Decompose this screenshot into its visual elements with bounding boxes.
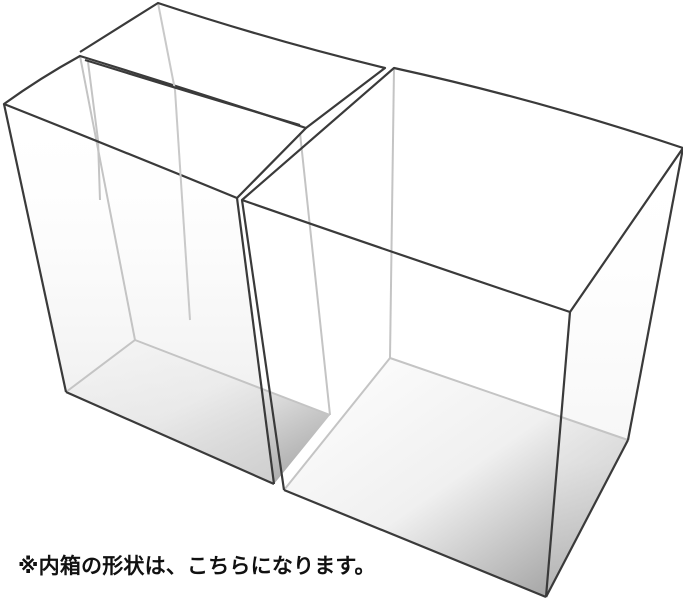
right-box-side-shade — [546, 148, 683, 597]
left-box — [2, 54, 331, 486]
right-box-floor — [284, 358, 628, 597]
back-box — [79, 1, 387, 321]
right-box-edges — [240, 66, 683, 599]
left-box-hidden-edges — [65, 55, 331, 416]
back-box-hidden-edges — [157, 2, 191, 321]
left-box-edges — [2, 54, 308, 486]
back-box-edges — [79, 1, 387, 129]
caption-note: ※内箱の形状は、こちらになります。 — [18, 554, 376, 578]
right-box — [240, 66, 683, 599]
right-box-hidden-edges — [283, 67, 629, 491]
